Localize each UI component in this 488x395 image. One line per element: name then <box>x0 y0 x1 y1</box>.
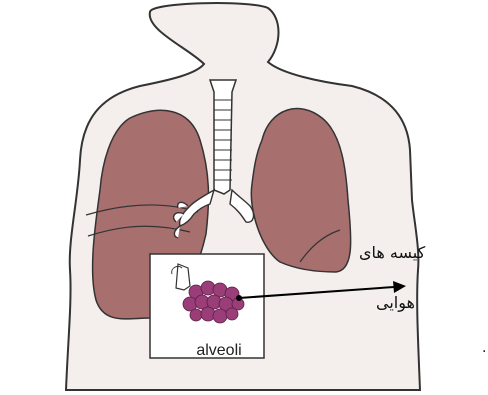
pointer-arrow-tail <box>236 295 242 301</box>
persian-label-line2: هوایی <box>376 293 415 312</box>
persian-label-line1: کیسه های <box>359 243 425 262</box>
persian-label-line3: . <box>482 340 486 356</box>
bronchiole-stem <box>176 264 190 290</box>
alveoli-label: alveoli <box>162 342 276 360</box>
alveoli-cluster <box>183 281 244 323</box>
